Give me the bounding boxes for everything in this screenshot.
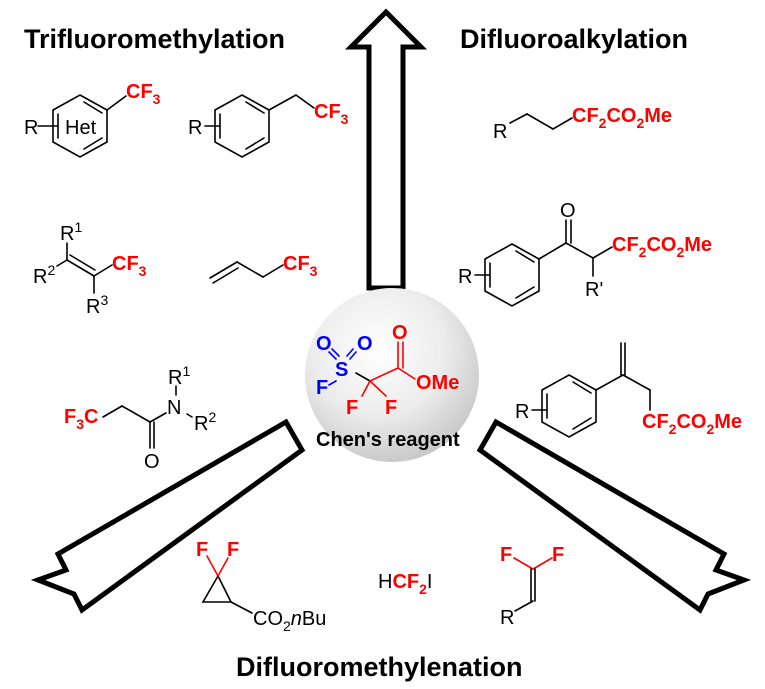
atom-f: F <box>500 544 512 566</box>
cf3-group: CF3 <box>112 253 147 279</box>
section-title-trifluoromethylation: Trifluoromethylation <box>24 24 285 54</box>
cf2co2me-group: CF2CO2Me <box>572 105 672 131</box>
atom-r: R <box>188 117 202 139</box>
atom-o: O <box>144 451 160 473</box>
atom-r: R <box>458 266 472 288</box>
atom-r2: R2 <box>194 409 216 435</box>
atom-r3: R3 <box>86 292 108 318</box>
atom-r2: R2 <box>33 262 55 288</box>
structure-allyl-cf3: CF3 <box>209 253 318 284</box>
atom-n: N <box>167 397 181 419</box>
atom-f: F <box>227 539 239 561</box>
cf2co2me-group: CF2CO2Me <box>642 411 742 437</box>
structure-difluoroalkene: F F R <box>500 544 564 629</box>
atom-f: F <box>316 377 328 399</box>
section-title-difluoroalkylation: Difluoroalkylation <box>460 24 688 54</box>
atom-f: F <box>552 544 564 566</box>
atom-r: R <box>24 117 38 139</box>
chens-reagent-structure: O O S F O OMe F F <box>316 322 459 419</box>
structure-alkyl-cf2co2me: R CF2CO2Me <box>493 105 672 143</box>
arrow-down-right-difluoromethylenation <box>476 418 752 614</box>
f3c-group: F3C <box>64 406 98 432</box>
co2nbu-group: CO2nBu <box>253 608 326 634</box>
atom-o: O <box>392 322 408 344</box>
atom-f: F <box>385 397 397 419</box>
structure-hcf2i: HCF2I <box>378 571 432 597</box>
structure-vinyl-cf3: R1 R2 R3 CF3 <box>33 219 147 318</box>
atom-r1: R1 <box>60 219 82 245</box>
atom-s: S <box>335 359 348 381</box>
atom-r: R <box>500 607 514 629</box>
arrow-up-trifluoromethylation <box>344 8 428 291</box>
structure-amide-cf3: F3C N O R1 R2 <box>64 363 216 473</box>
atom-r-prime: R' <box>585 279 603 301</box>
structure-ketone-cf2co2me: O R R' CF2CO2Me <box>458 200 712 307</box>
section-title-difluoromethylenation: Difluoromethylenation <box>236 652 523 682</box>
arrow-down-left-difluoromethylenation <box>30 418 306 614</box>
atom-f: F <box>346 397 358 419</box>
structure-styrene-cf2co2me: R CF2CO2Me <box>515 342 742 438</box>
cf3-group: CF3 <box>283 253 318 279</box>
cf2co2me-group: CF2CO2Me <box>612 234 712 260</box>
atom-r: R <box>493 121 507 143</box>
structure-difluorocyclopropane: F F CO2nBu <box>196 539 326 634</box>
atom-o: O <box>357 333 373 355</box>
hcf2i-formula: HCF2I <box>378 571 432 597</box>
cf3-group: CF3 <box>126 81 161 107</box>
atom-o: O <box>316 333 332 355</box>
atom-r: R <box>515 401 529 423</box>
cf3-group: CF3 <box>314 101 349 127</box>
reagent-sphere <box>305 288 479 462</box>
structure-benzyl-cf3: R CF3 <box>188 94 349 158</box>
label-het: Het <box>65 117 97 139</box>
reagent-label: Chen's reagent <box>316 429 460 451</box>
atom-ome: OMe <box>416 372 459 394</box>
atom-o: O <box>560 200 576 222</box>
atom-r1: R1 <box>168 363 190 389</box>
structure-aryl-cf3: R Het CF3 <box>24 81 161 158</box>
atom-f: F <box>196 539 208 561</box>
